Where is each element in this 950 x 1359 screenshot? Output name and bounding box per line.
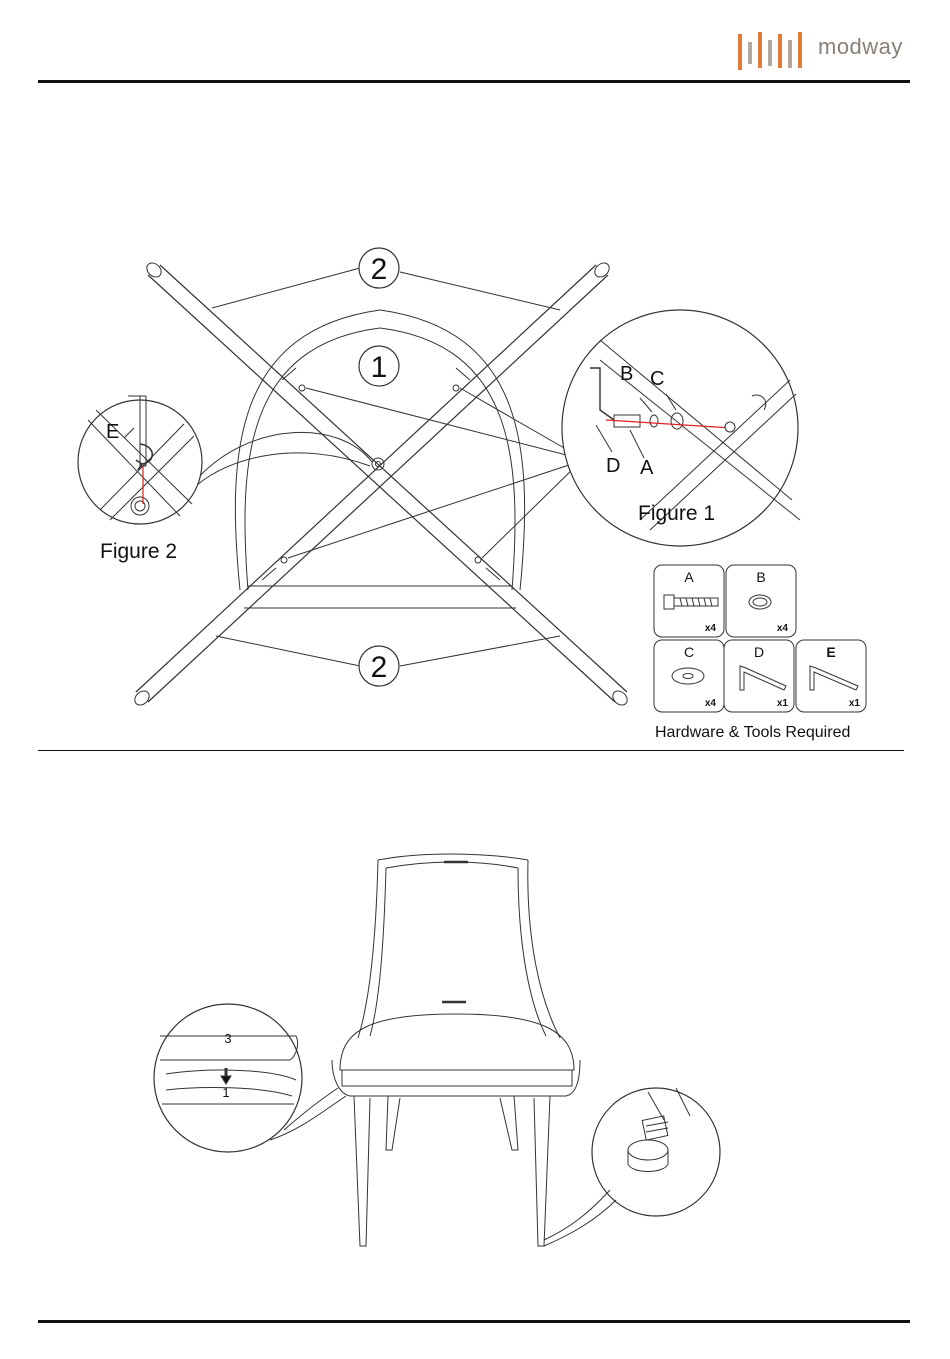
- allen-key-icon: [740, 666, 786, 690]
- fig2-label-e: E: [106, 421, 119, 443]
- chair-leg: [386, 1096, 400, 1150]
- hardware-letter-c: C: [684, 644, 694, 660]
- fig1-label-d: D: [606, 455, 620, 477]
- fig1-label-a: A: [640, 457, 654, 479]
- part-label-2-bottom: 2: [371, 651, 388, 684]
- part-label-1-seat: 1: [371, 351, 388, 384]
- hardware-qty-c: x4: [705, 698, 717, 709]
- step1-diagram: 2 1 2 B C D A Figure 1: [0, 0, 950, 760]
- figure2-caption: Figure 2: [100, 540, 177, 563]
- bolt-icon: [664, 595, 718, 609]
- figure1-caption: Figure 1: [638, 502, 715, 525]
- inset-label-3: 3: [224, 1031, 231, 1046]
- part-label-2-top: 2: [371, 253, 388, 286]
- step2-diagram: 3 1: [0, 760, 950, 1320]
- chair-back: [358, 860, 560, 1038]
- hardware-qty-a: x4: [705, 623, 717, 634]
- chair-leg: [534, 1096, 550, 1246]
- section-divider: [38, 750, 904, 751]
- hardware-letter-e: E: [826, 644, 835, 660]
- chair-seat: [340, 1014, 574, 1070]
- hardware-caption: Hardware & Tools Required: [655, 724, 850, 741]
- inset-label-1: 1: [222, 1085, 229, 1100]
- hardware-letter-a: A: [684, 569, 694, 585]
- hardware-qty-e: x1: [849, 698, 861, 709]
- leg-2: [136, 265, 608, 702]
- hardware-qty-d: x1: [777, 698, 789, 709]
- fig1-label-c: C: [650, 368, 664, 390]
- figure2-inset: E: [78, 396, 202, 524]
- hardware-letter-d: D: [754, 644, 764, 660]
- chair-leg: [354, 1096, 370, 1246]
- hardware-grid: A B C D E x4 x4 x4 x1 x1 Hardware & Tool…: [654, 565, 866, 741]
- flat-washer-icon: [672, 668, 704, 684]
- hardware-letter-b: B: [756, 569, 765, 585]
- fig1-label-b: B: [620, 363, 633, 385]
- chair-leg: [500, 1096, 518, 1150]
- allen-key-icon: [810, 666, 858, 690]
- hardware-qty-b: x4: [777, 623, 789, 634]
- inset-foot-glide: [592, 1088, 720, 1216]
- footer-rule: [38, 1320, 910, 1323]
- lock-washer-icon: [749, 595, 771, 609]
